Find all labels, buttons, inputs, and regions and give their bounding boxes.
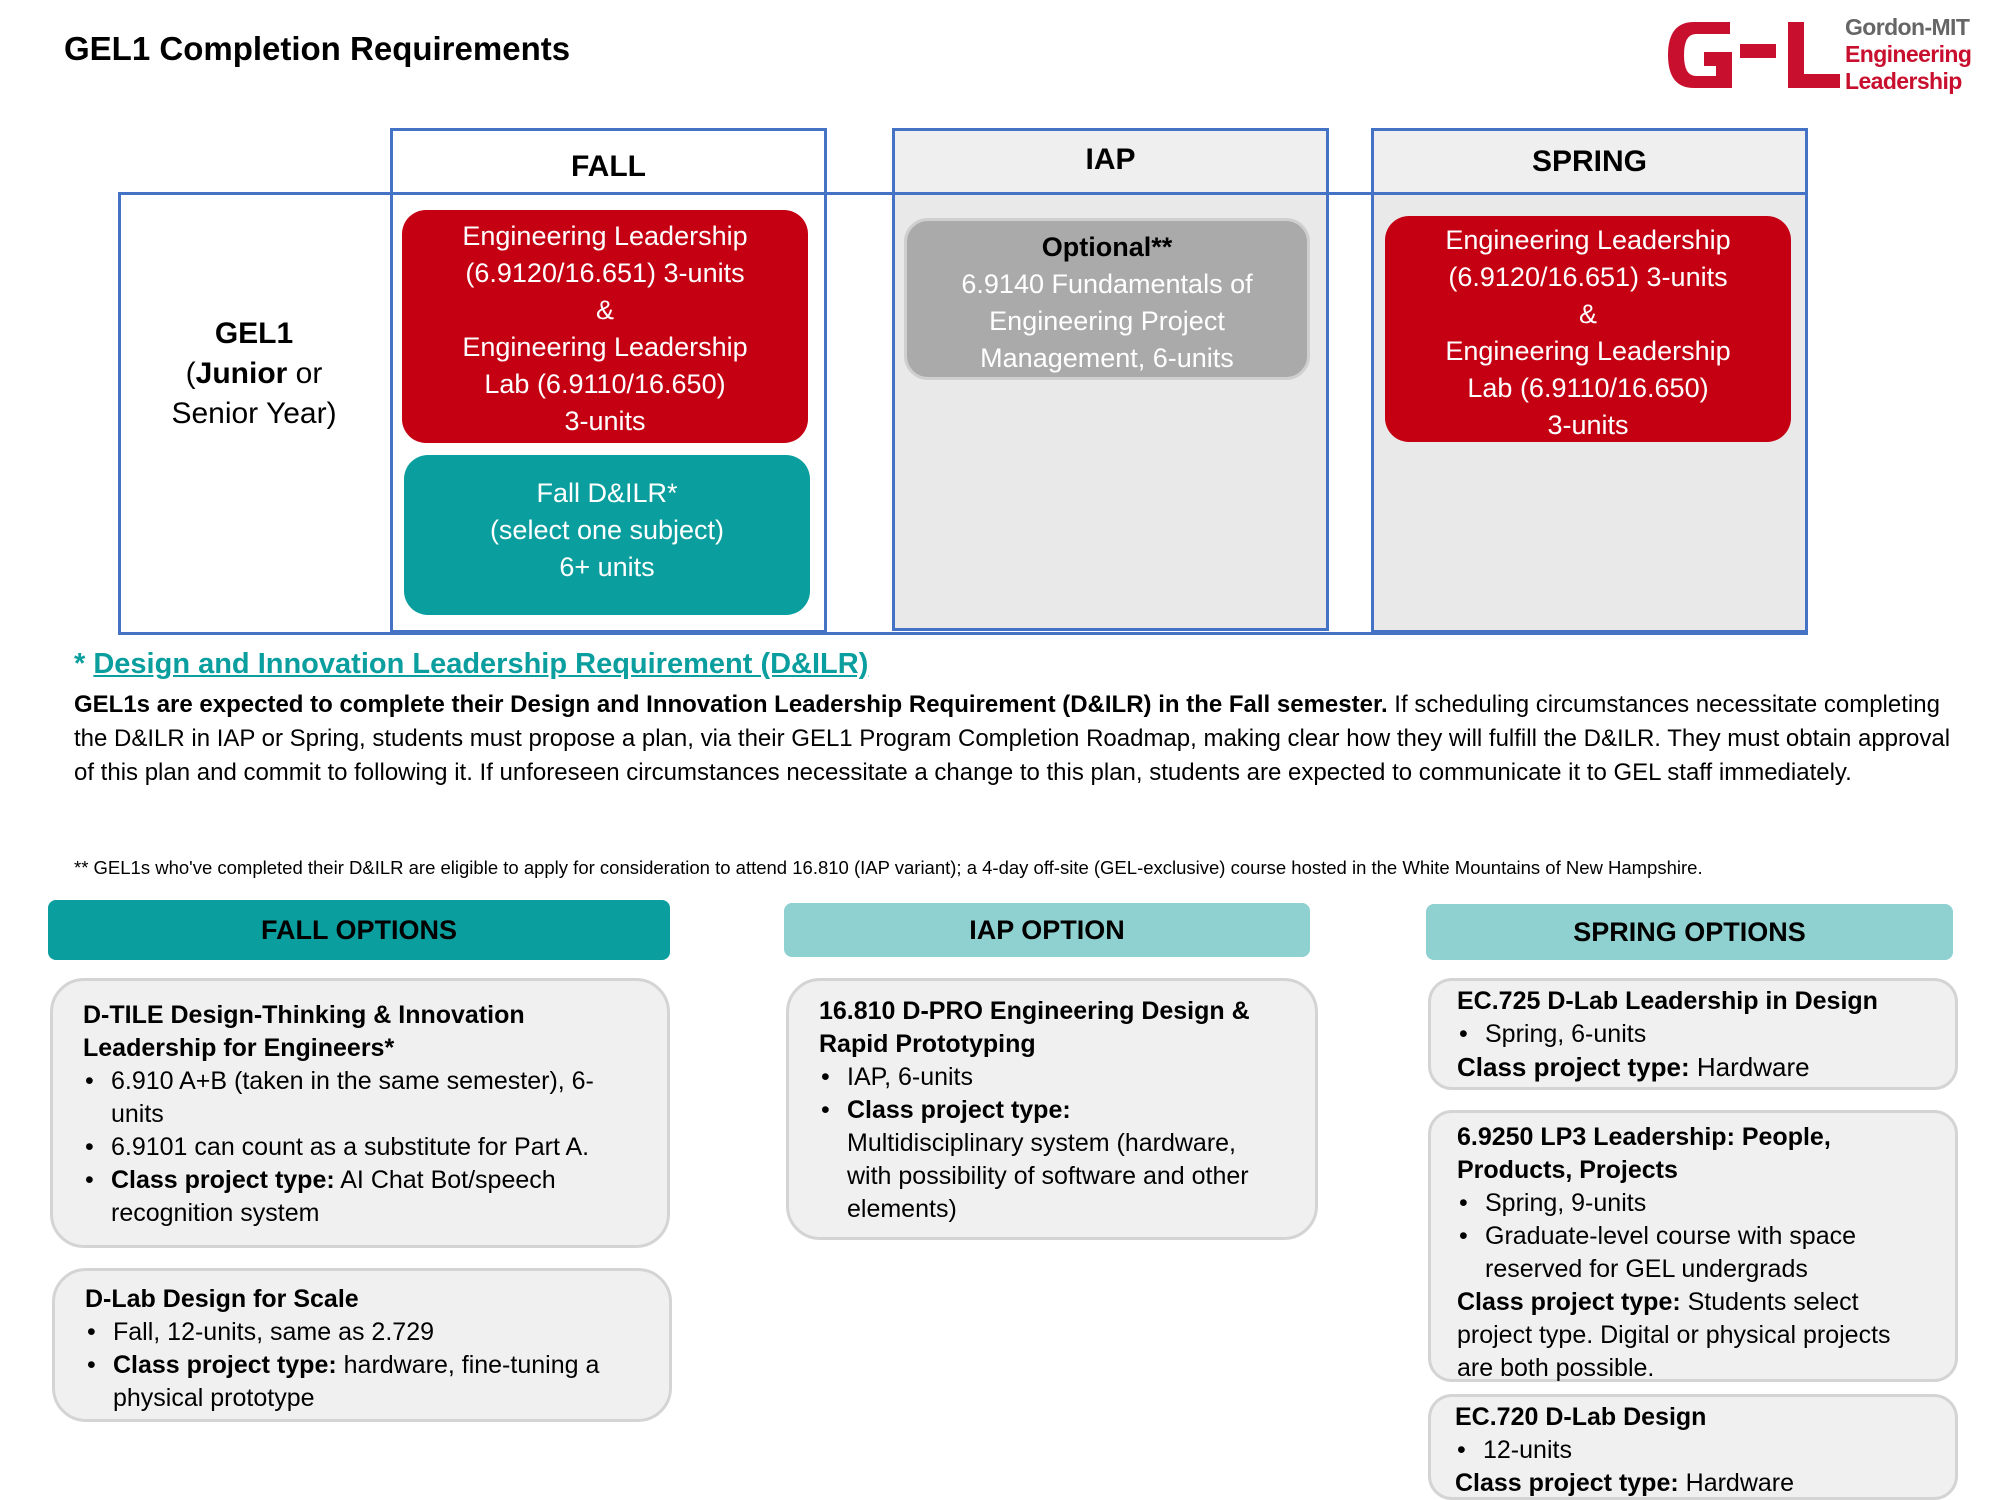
iap-option-header: IAP OPTION bbox=[784, 903, 1310, 957]
dlab-scale-bullet: Class project type: hardware, fine-tunin… bbox=[85, 1349, 641, 1415]
dpro-title: 16.810 D-PRO Engineering Design & Rapid … bbox=[819, 997, 1250, 1058]
logo-line-leadership: Leadership bbox=[1845, 68, 1962, 94]
dilr-link[interactable]: Design and Innovation Leadership Require… bbox=[93, 648, 869, 680]
dilr-paragraph: GEL1s are expected to complete their Des… bbox=[74, 688, 1974, 790]
dtile-project-type: AI Chat Bot/speech recognition system bbox=[111, 1166, 556, 1227]
row-label-open-paren: ( bbox=[185, 357, 196, 390]
dtile-bullet: 6.910 A+B (taken in the same semester), … bbox=[83, 1065, 639, 1131]
fall-card-line: 3-units bbox=[564, 406, 646, 436]
iap-card-optional: Optional** bbox=[1041, 232, 1173, 262]
dpro-project-type-label: Class project type: bbox=[847, 1096, 1071, 1124]
dtile-project-type-label: Class project type: bbox=[111, 1166, 335, 1194]
fall-card-line: & bbox=[595, 295, 614, 325]
fall-card-line: (6.9120/16.651) 3-units bbox=[465, 258, 745, 288]
dlab-scale-project-type: hardware, fine-tuning a physical prototy… bbox=[113, 1351, 600, 1412]
spring-options-header: SPRING OPTIONS bbox=[1426, 904, 1953, 960]
fall-dilr-line: (select one subject) bbox=[489, 515, 725, 545]
spring-card-line: Engineering Leadership bbox=[1445, 225, 1731, 255]
ec720-option-card: EC.720 D-Lab Design 12-units Class proje… bbox=[1428, 1394, 1958, 1500]
gel-logo: Gordon-MIT Engineering Leadership bbox=[1664, 14, 1984, 96]
dlab-scale-bullet: Fall, 12-units, same as 2.729 bbox=[85, 1316, 641, 1349]
lp3-project-type-label: Class project type: bbox=[1457, 1288, 1681, 1316]
spring-card-line: 3-units bbox=[1547, 410, 1629, 440]
dpro-bullet: IAP, 6-units bbox=[819, 1061, 1287, 1094]
spring-engineering-leadership-card: Engineering Leadership (6.9120/16.651) 3… bbox=[1385, 216, 1791, 442]
lp3-bullet: Spring, 9-units bbox=[1457, 1187, 1927, 1220]
row-label-senior: Senior Year) bbox=[171, 397, 337, 430]
fall-header: FALL bbox=[390, 128, 827, 195]
dilr-paragraph-bold: GEL1s are expected to complete their Des… bbox=[74, 691, 1388, 718]
row-label-or: or bbox=[287, 357, 323, 390]
iap-card-line: Engineering Project bbox=[989, 306, 1225, 336]
dpro-option-card: 16.810 D-PRO Engineering Design & Rapid … bbox=[786, 978, 1318, 1240]
row-label-title: GEL1 bbox=[214, 317, 294, 350]
dlab-scale-option-card: D-Lab Design for Scale Fall, 12-units, s… bbox=[52, 1268, 672, 1422]
dtile-option-card: D-TILE Design-Thinking & Innovation Lead… bbox=[50, 978, 670, 1248]
spring-card-line: Lab (6.9110/16.650) bbox=[1467, 373, 1709, 403]
fall-card-line: Engineering Leadership bbox=[462, 221, 748, 251]
ec725-project-type-label: Class project type: bbox=[1457, 1052, 1690, 1082]
ec720-project-type: Hardware bbox=[1678, 1469, 1795, 1497]
ec725-project-type: Hardware bbox=[1689, 1052, 1810, 1082]
lp3-project-type: Students select project type. Digital or… bbox=[1457, 1288, 1891, 1382]
dilr-star: * bbox=[74, 648, 94, 680]
dtile-title: D-TILE Design-Thinking & Innovation Lead… bbox=[83, 1001, 525, 1062]
dtile-bullet: 6.9101 can count as a substitute for Par… bbox=[83, 1131, 639, 1164]
iap-optional-card: Optional** 6.9140 Fundamentals of Engine… bbox=[904, 218, 1310, 380]
iap-card-line: 6.9140 Fundamentals of bbox=[961, 269, 1253, 299]
row-label-junior: Junior bbox=[195, 357, 288, 390]
fall-dilr-line: Fall D&ILR* bbox=[536, 478, 678, 508]
lp3-option-card: 6.9250 LP3 Leadership: People, Products,… bbox=[1428, 1110, 1958, 1382]
fall-engineering-leadership-card: Engineering Leadership (6.9120/16.651) 3… bbox=[402, 210, 808, 443]
spring-card-line: (6.9120/16.651) 3-units bbox=[1448, 262, 1728, 292]
logo-text: Gordon-MIT Engineering Leadership bbox=[1845, 14, 1972, 95]
ec725-title: EC.725 D-Lab Leadership in Design bbox=[1457, 987, 1878, 1015]
dtile-bullet: Class project type: AI Chat Bot/speech r… bbox=[83, 1164, 639, 1230]
lp3-title: 6.9250 LP3 Leadership: People, Products,… bbox=[1457, 1123, 1831, 1184]
fall-dilr-line: 6+ units bbox=[559, 552, 655, 582]
dilr-heading: * Design and Innovation Leadership Requi… bbox=[74, 648, 868, 681]
ec720-bullet: 12-units bbox=[1455, 1434, 1927, 1467]
gel-logo-mark-icon bbox=[1668, 22, 1840, 88]
logo-line-engineering: Engineering bbox=[1845, 41, 1972, 67]
fall-dilr-card: Fall D&ILR* (select one subject) 6+ unit… bbox=[404, 455, 810, 615]
gel1-row-label: GEL1 (Junior or Senior Year) bbox=[124, 314, 384, 434]
dpro-project-type: Multidisciplinary system (hardware, with… bbox=[847, 1129, 1249, 1223]
dilr-paragraph-rest: If scheduling circumstances necessitate … bbox=[74, 691, 1951, 786]
ec720-title: EC.720 D-Lab Design bbox=[1455, 1403, 1707, 1431]
spring-card-line: & bbox=[1578, 299, 1597, 329]
dlab-scale-project-type-label: Class project type: bbox=[113, 1351, 337, 1379]
fall-options-header: FALL OPTIONS bbox=[48, 900, 670, 960]
spring-header: SPRING bbox=[1371, 128, 1808, 195]
iap-card-line: Management, 6-units bbox=[980, 343, 1234, 373]
iap-header: IAP bbox=[892, 128, 1329, 195]
ec725-bullet: Spring, 6-units bbox=[1457, 1018, 1927, 1051]
dpro-bullet: Class project type: Multidisciplinary sys… bbox=[819, 1094, 1287, 1226]
fall-card-line: Engineering Leadership bbox=[462, 332, 748, 362]
iap-footnote: ** GEL1s who've completed their D&ILR ar… bbox=[74, 857, 1703, 878]
lp3-bullet: Graduate-level course with space reserve… bbox=[1457, 1220, 1927, 1286]
logo-line-gordon-mit: Gordon-MIT bbox=[1845, 14, 1970, 40]
spring-card-line: Engineering Leadership bbox=[1445, 336, 1731, 366]
dlab-scale-title: D-Lab Design for Scale bbox=[85, 1285, 359, 1313]
page-title: GEL1 Completion Requirements bbox=[64, 30, 571, 67]
ec725-option-card: EC.725 D-Lab Leadership in Design Spring… bbox=[1428, 978, 1958, 1090]
fall-card-line: Lab (6.9110/16.650) bbox=[484, 369, 726, 399]
ec720-project-type-label: Class project type: bbox=[1455, 1469, 1679, 1497]
